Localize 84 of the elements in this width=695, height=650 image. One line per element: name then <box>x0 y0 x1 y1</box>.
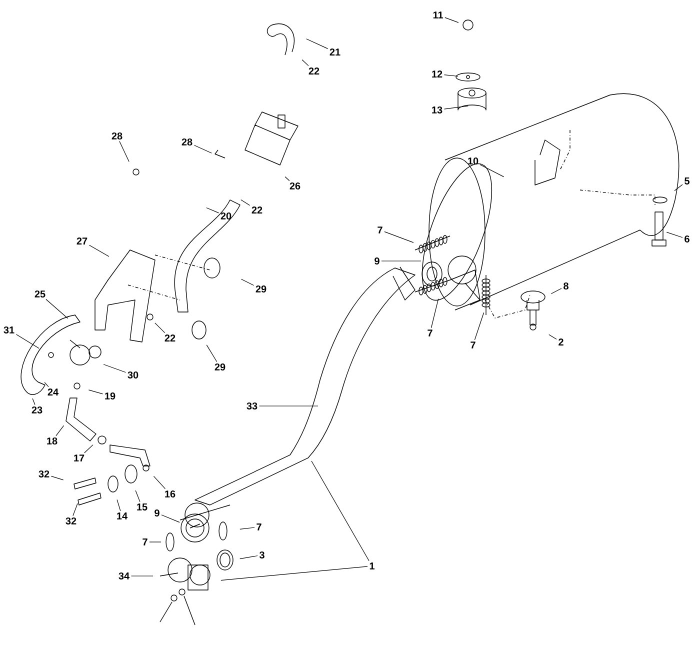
callout-number: 19 <box>105 392 116 400</box>
callout-number: 22 <box>164 334 176 342</box>
leader-line <box>474 312 484 340</box>
callout-number: 26 <box>290 182 300 190</box>
callout-number: 7 <box>470 342 476 348</box>
callout-number: 32 <box>66 517 76 525</box>
leader-line <box>284 176 290 182</box>
callout-number: 7 <box>378 226 382 234</box>
leader-line <box>135 490 140 502</box>
leader-line <box>302 59 309 66</box>
callout-number: 21 <box>330 48 340 56</box>
callout-number: 15 <box>137 504 148 510</box>
callout-number: 7 <box>142 538 148 546</box>
leader-line <box>674 184 683 192</box>
callout-number: 17 <box>74 454 84 462</box>
leader-line <box>480 164 504 178</box>
leader-line <box>154 322 166 334</box>
callout-number: 29 <box>214 363 226 371</box>
leader-line <box>666 232 683 238</box>
leader-line <box>240 555 258 560</box>
leader-line <box>548 334 557 340</box>
callout-number: 31 <box>4 326 14 334</box>
callout-number: 30 <box>128 371 138 379</box>
callout-number: 22 <box>308 68 320 74</box>
callout-number: 3 <box>259 551 264 559</box>
callout-number: 1 <box>370 562 374 570</box>
leader-line <box>384 231 414 243</box>
callout-number: 10 <box>468 157 478 165</box>
callout-number: 5 <box>684 178 690 184</box>
callout-number: 24 <box>48 388 58 396</box>
leader-line <box>240 199 250 206</box>
leader-line <box>32 398 36 406</box>
leader-line <box>240 527 255 530</box>
leader-line <box>103 364 126 373</box>
leader-line <box>72 503 78 516</box>
callout-number: 7 <box>428 330 432 336</box>
leader-line <box>311 460 370 562</box>
callout-number: 12 <box>432 70 442 78</box>
leader-line <box>84 444 94 454</box>
callout-number: 13 <box>432 106 442 114</box>
callout-number: 33 <box>246 402 258 410</box>
callout-number: 32 <box>38 470 50 478</box>
callout-number: 20 <box>220 212 232 220</box>
callout-number: 29 <box>256 285 266 293</box>
callout-number: 22 <box>252 206 262 214</box>
callout-number: 11 <box>433 12 443 18</box>
leader-line <box>240 278 254 286</box>
leader-line <box>88 244 110 257</box>
leader-line <box>56 425 64 436</box>
callout-number: 14 <box>117 512 128 520</box>
leader-line <box>194 144 212 154</box>
leader-line <box>381 260 422 262</box>
callout-number: 2 <box>558 338 564 346</box>
leader-line <box>50 476 64 480</box>
callout-number: 8 <box>564 282 568 290</box>
leader-line <box>550 288 562 294</box>
callout-number: 18 <box>47 437 58 445</box>
callout-number: 28 <box>182 138 192 146</box>
callout-number: 34 <box>118 572 130 580</box>
leader-line <box>206 207 220 214</box>
leader-line <box>153 476 166 490</box>
leader-line <box>444 17 459 23</box>
leader-line <box>46 298 68 319</box>
leader-line <box>444 74 458 77</box>
leader-line <box>206 344 218 362</box>
callout-number: 23 <box>32 406 42 414</box>
callout-number: 25 <box>34 290 46 298</box>
leader-line <box>88 390 104 394</box>
leader-line <box>220 566 368 581</box>
callout-number: 16 <box>165 490 176 498</box>
leader-line <box>119 140 130 162</box>
leader-line <box>430 298 439 328</box>
leader-line <box>444 106 468 110</box>
callout-number: 28 <box>112 132 122 140</box>
leader-line <box>306 38 328 49</box>
leader-line <box>161 514 180 523</box>
callout-number: 9 <box>374 257 380 265</box>
callout-number: 6 <box>684 235 690 243</box>
leader-line <box>16 334 40 349</box>
callout-number: 27 <box>76 238 88 244</box>
callout-number: 7 <box>256 524 262 530</box>
leader-line <box>44 382 49 388</box>
leader-line <box>116 499 121 512</box>
callout-number: 9 <box>154 509 160 517</box>
